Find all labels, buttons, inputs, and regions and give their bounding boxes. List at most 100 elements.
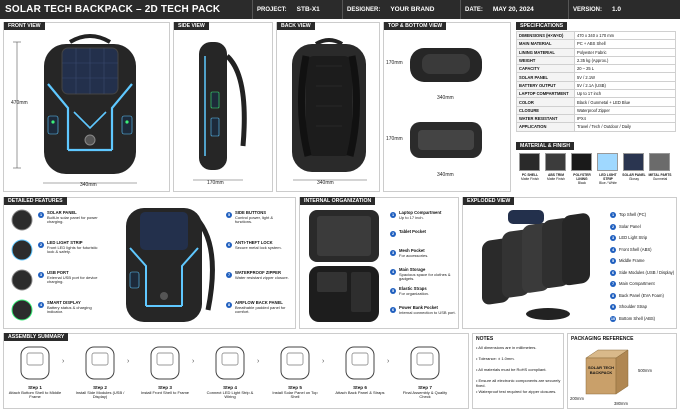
exploded-part-number: 6 <box>610 269 616 276</box>
exploded-part-name: Bottom Shell (ABS) <box>619 315 656 321</box>
assembly-step-desc: Final Assembly & Quality Check <box>402 389 448 400</box>
exploded-view-drawing <box>482 210 590 320</box>
swatch-finish: Glossy <box>628 176 640 181</box>
feature-name: ANTI-THEFT LOCK <box>235 240 273 245</box>
spec-value: Waterproof Zipper <box>574 105 676 115</box>
bottom-depth-label: 170mm <box>386 136 403 142</box>
exploded-part-name: Solar Panel <box>619 223 641 229</box>
feature-name: SMART DISPLAY <box>47 300 81 305</box>
notes-title: NOTES <box>476 336 494 342</box>
exploded-part-number: 1 <box>610 212 616 218</box>
project-cell: PROJECT: STB-X1 <box>252 0 342 19</box>
org-name: Laptop Compartment <box>399 210 442 215</box>
exploded-part-name: Main Compartment <box>619 281 655 286</box>
feature-desc: Front LED lights for futuristic look & s… <box>47 244 98 255</box>
side-view-title: SIDE VIEW <box>174 22 209 30</box>
top-view-drawing <box>410 48 482 82</box>
org-number: 1 <box>390 212 396 218</box>
swatch-finish: Gunmetal <box>652 176 668 181</box>
internal-organization-panel <box>299 197 459 329</box>
top-bottom-view-panel <box>383 22 511 192</box>
material-swatch <box>571 153 592 171</box>
top-width-label: 340mm <box>437 95 454 101</box>
exploded-part-number: 8 <box>610 292 616 299</box>
org-name: Mesh Pocket <box>399 248 425 253</box>
spec-value: Travel / Tech / Outdoor / Daily <box>574 122 676 132</box>
feature-desc: Breathable padded panel for comfort. <box>235 304 286 315</box>
swatch-finish: Matte Finish <box>547 176 565 181</box>
assembly-step-icon <box>410 346 440 380</box>
swatch-finish: Matte Finish <box>521 176 539 181</box>
spec-value: Black / Gunmetal + LED Blue <box>574 97 676 107</box>
version-cell: VERSION: 1.0 <box>568 0 680 19</box>
back-backpack-drawing <box>292 38 366 172</box>
spec-key: SOLAR PANEL <box>516 72 575 82</box>
assembly-step-number: Step 1 <box>28 385 42 390</box>
exploded-part-name: Middle Frame <box>619 258 645 263</box>
spec-value: 5V / 2.1W <box>574 72 676 82</box>
back-width-dimension-line <box>293 179 367 181</box>
detailed-features-panel <box>3 197 296 329</box>
exploded-part-number: 9 <box>610 304 616 310</box>
packaging-title: PACKAGING REFERENCE <box>571 336 634 342</box>
assembly-step-desc: Attach Back Panel & Straps <box>335 389 385 395</box>
feature-name: WATERPROOF ZIPPER <box>235 270 281 275</box>
spec-key: WEIGHT <box>516 55 575 66</box>
back-view-panel <box>276 22 380 192</box>
side-depth-label: 170mm <box>207 180 224 186</box>
feature-name: LED LIGHT STRIP <box>47 240 83 245</box>
feature-desc: Secure metal lock system. <box>235 244 282 250</box>
assembly-step-icon <box>85 346 115 380</box>
feature-number: 3 <box>38 272 44 278</box>
front-width-label: 340mm <box>80 182 97 188</box>
packaging-box-label: SOLAR TECH BACKPACK <box>588 365 614 375</box>
spec-value: Up to 17 inch <box>574 89 676 99</box>
date-label: DATE: <box>465 6 483 13</box>
spec-value: IPX4 <box>574 113 676 124</box>
assembly-step-desc: Connect LED Light Strip & Wiring <box>206 389 254 400</box>
page-title: SOLAR TECH BACKPACK – 2D TECH PACK <box>5 4 221 15</box>
org-name: Power Bank Pocket <box>399 305 438 310</box>
assembly-step-number: Step 7 <box>418 385 432 390</box>
front-view-title: FRONT VIEW <box>4 22 45 30</box>
spec-key: LAPTOP COMPARTMENT <box>516 89 575 99</box>
swatch-finish: Blue / White <box>599 180 617 185</box>
assembly-step-desc: Install Side Modules (USB / Display) <box>75 389 125 400</box>
swatch-name: ABS TRIM <box>548 173 564 177</box>
assembly-summary-panel <box>3 333 469 409</box>
side-depth-dimension-line <box>193 179 243 181</box>
spec-value: 20 – 25 L <box>574 64 676 74</box>
exploded-part-name: LED Light Strip <box>619 235 648 240</box>
spec-key: LINING MATERIAL <box>516 47 575 57</box>
feature-number: 8 <box>226 302 232 308</box>
assembly-step-number: Step 3 <box>158 385 172 390</box>
feature-number: 2 <box>38 242 44 248</box>
top-bottom-view-title: TOP & BOTTOM VIEW <box>384 22 447 30</box>
exploded-view-panel <box>462 197 677 329</box>
assembly-step-icon <box>280 346 310 380</box>
note-item: • Tolerance: ± 1.0mm. <box>476 356 515 361</box>
arrow-right-icon: › <box>387 358 390 365</box>
exploded-view-title: EXPLODED VIEW <box>463 197 515 205</box>
front-view-panel <box>3 22 170 192</box>
